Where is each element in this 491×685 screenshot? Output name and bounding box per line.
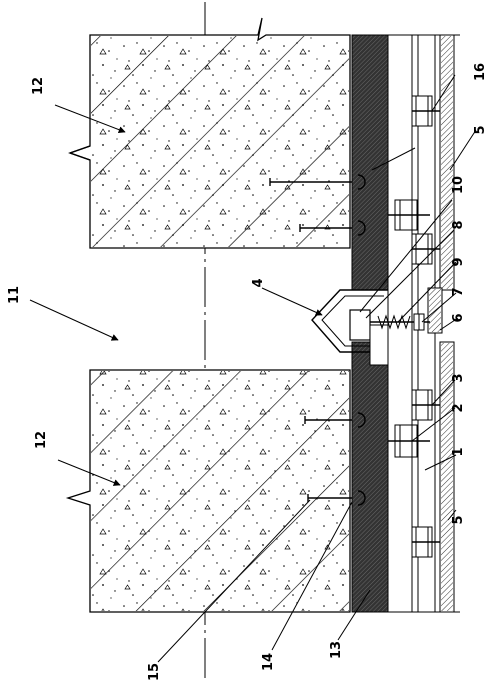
label-1: 1 — [451, 447, 466, 456]
label-15: 15 — [147, 663, 162, 681]
label-10: 10 — [451, 176, 466, 194]
label-6: 6 — [451, 313, 466, 322]
label-5-upper: 5 — [473, 125, 488, 134]
label-12-lower: 12 — [34, 431, 49, 449]
concrete-block-upper — [68, 17, 351, 249]
part-labels: 12 12 11 4 16 5 10 8 9 7 6 3 2 1 5 13 14… — [7, 63, 488, 681]
label-14: 14 — [261, 653, 276, 671]
label-8: 8 — [451, 220, 466, 229]
label-4: 4 — [251, 278, 266, 287]
label-13: 13 — [329, 641, 344, 659]
elastomer-pad-upper — [351, 34, 389, 291]
anchor-bolts — [269, 174, 366, 506]
elastomer-pad-lower — [351, 341, 389, 613]
leader-lines — [29, 74, 477, 663]
bolt-assemblies — [388, 95, 440, 558]
label-3: 3 — [451, 373, 466, 382]
label-11: 11 — [7, 286, 22, 304]
label-7: 7 — [451, 287, 466, 296]
cover-plate-lower — [439, 341, 455, 613]
spring-bolt — [370, 313, 430, 331]
label-12-upper: 12 — [31, 77, 46, 95]
cover-plate-upper — [439, 34, 455, 291]
v-seal — [311, 289, 388, 353]
label-2: 2 — [451, 403, 466, 412]
seal-bracket — [349, 309, 371, 341]
label-9: 9 — [451, 257, 466, 266]
label-16: 16 — [473, 63, 488, 81]
label-5-lower: 5 — [451, 515, 466, 524]
concrete-block-lower — [65, 369, 351, 613]
